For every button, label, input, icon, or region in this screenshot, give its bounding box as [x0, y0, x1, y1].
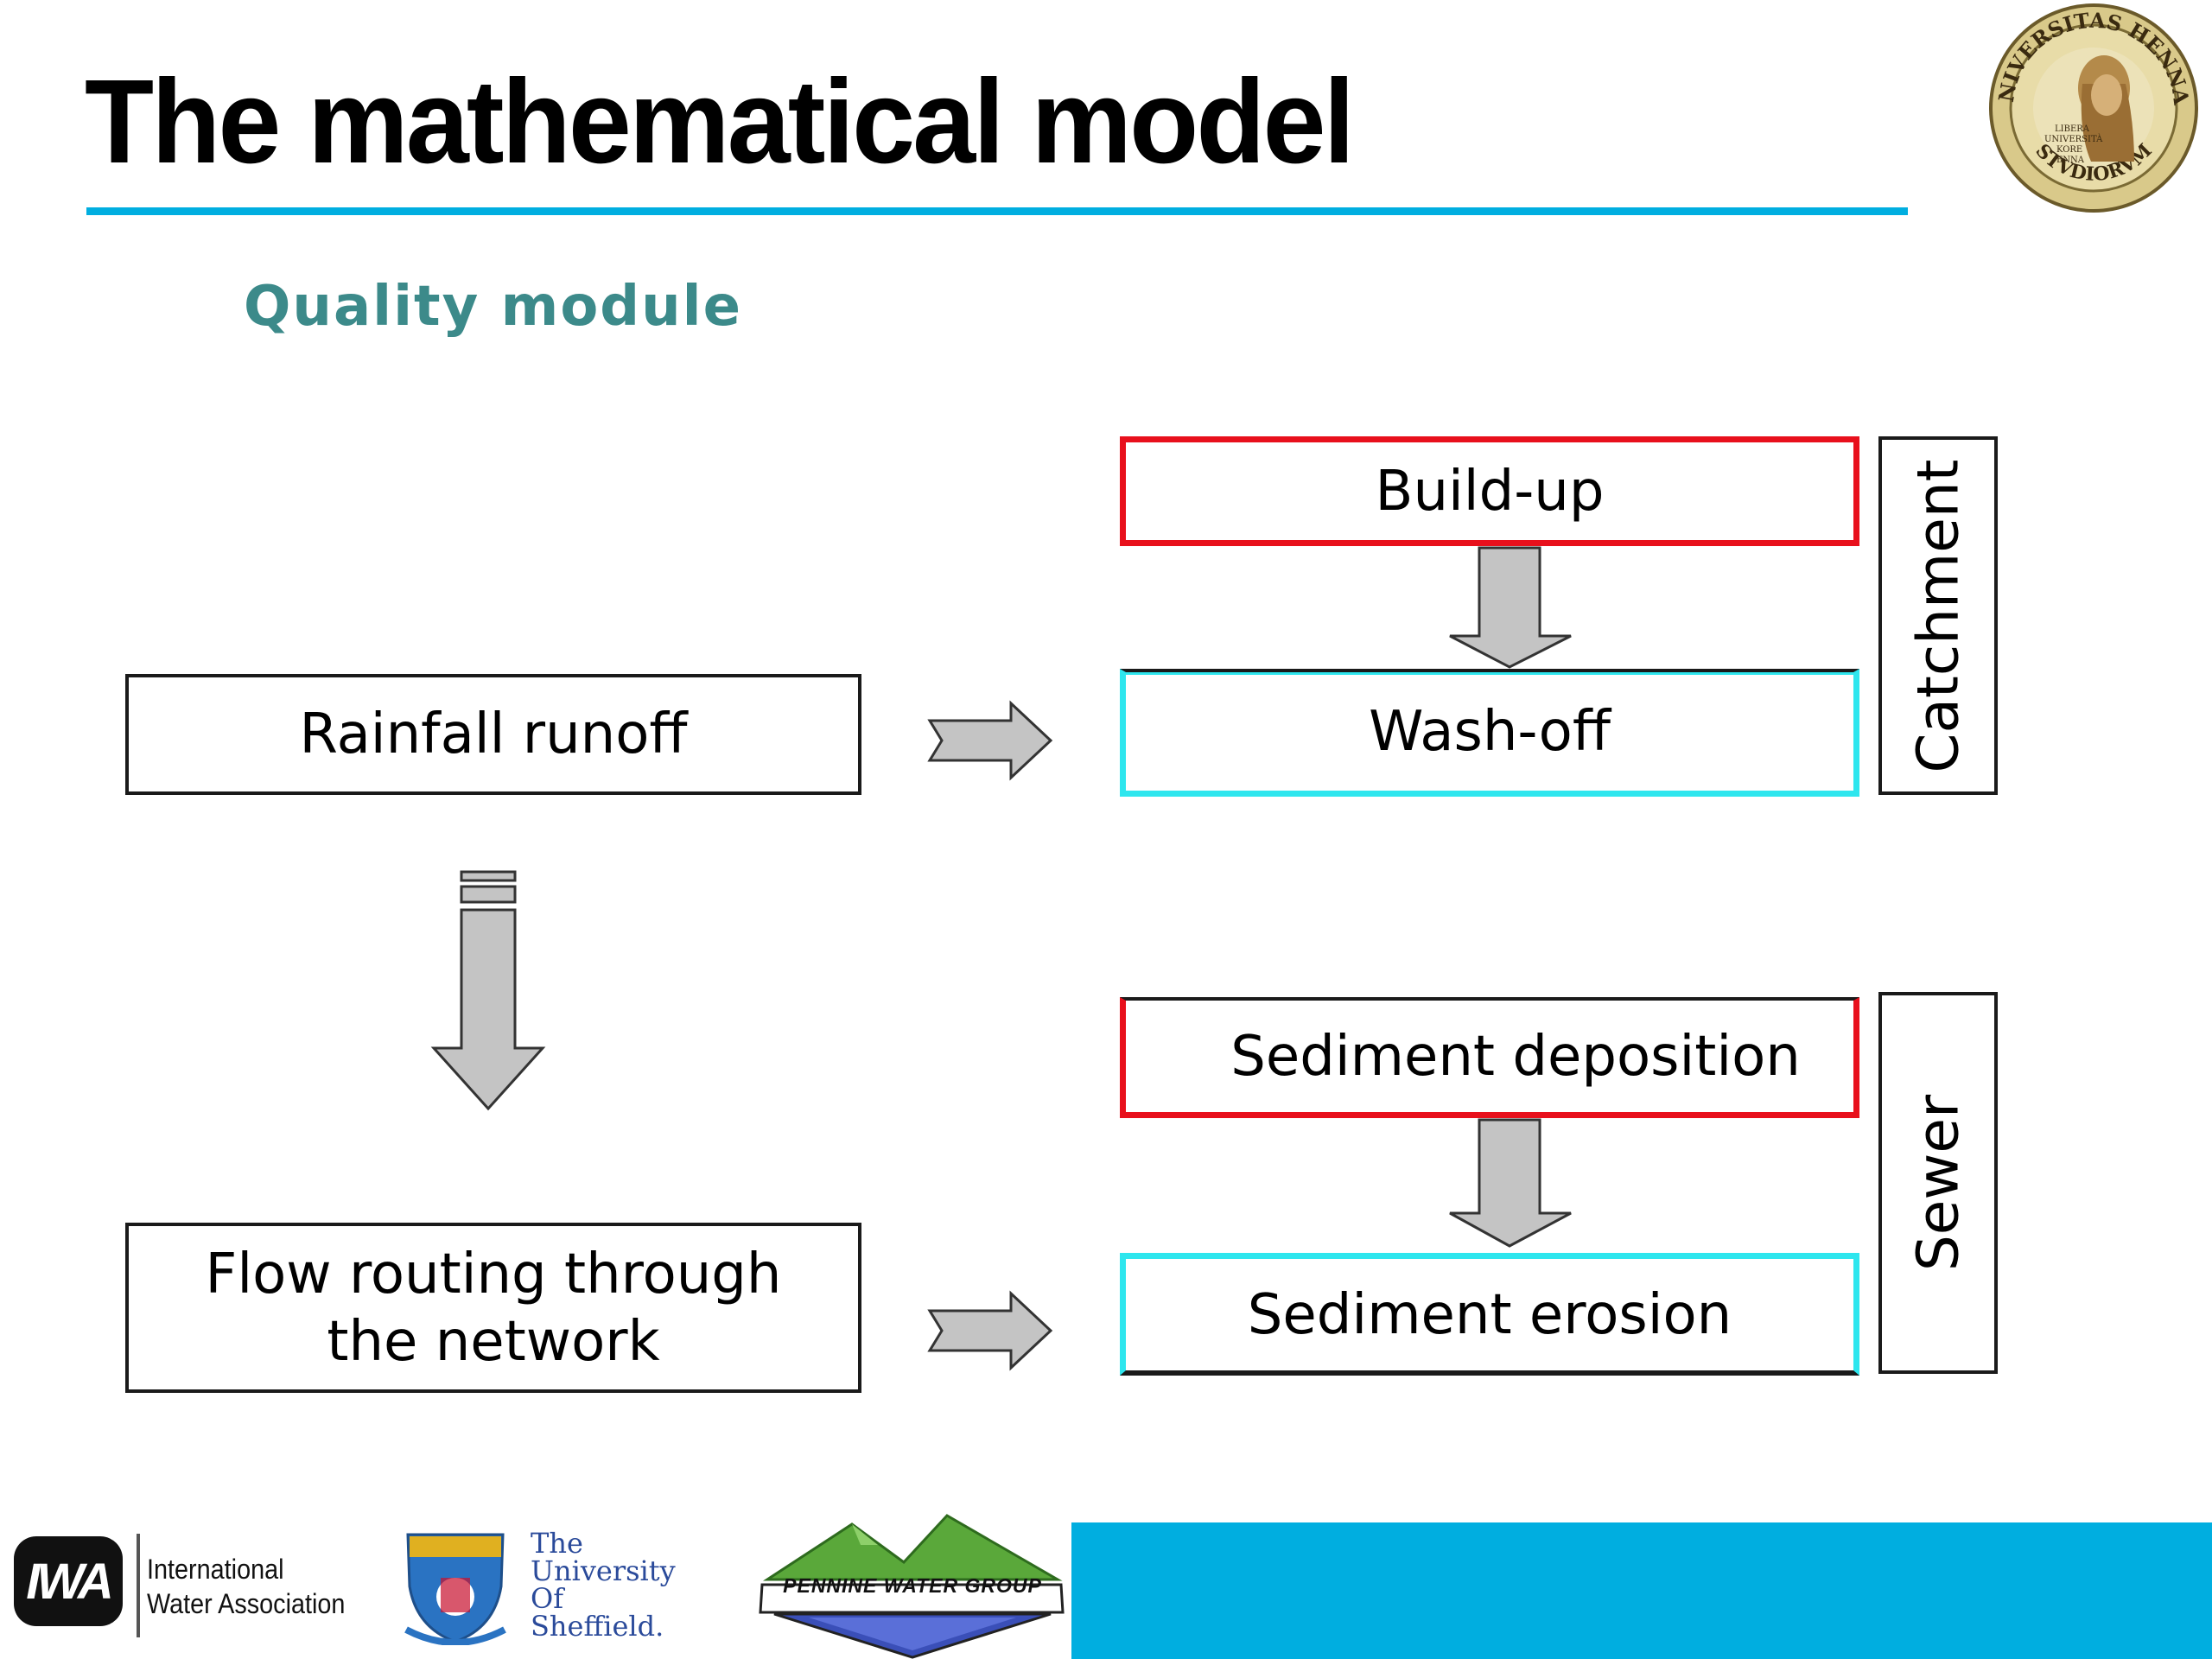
- sheffield-line-1: The: [531, 1527, 583, 1560]
- logo-divider: [137, 1534, 140, 1637]
- iwa-line-2: Water Association: [147, 1588, 346, 1619]
- sediment-deposition-box: Sediment deposition: [1120, 997, 1859, 1118]
- university-seal-logo: UNIVERSITAS HENNAE STVDIORVM LIBERA UNIV…: [1987, 2, 2198, 213]
- svg-text:KORE: KORE: [2056, 145, 2082, 155]
- slide-title: The mathematical model: [85, 55, 1355, 188]
- footer-accent-bar: [1071, 1522, 2212, 1659]
- sediment-erosion-box: Sediment erosion: [1120, 1253, 1859, 1376]
- catchment-label: Catchment: [1904, 458, 1972, 773]
- catchment-label-box: Catchment: [1878, 436, 1998, 795]
- iwa-text: International Water Association: [147, 1552, 345, 1621]
- build-up-box: Build-up: [1120, 436, 1859, 546]
- sediment-deposition-label: Sediment deposition: [1230, 1024, 1801, 1089]
- title-underline: [86, 207, 1908, 215]
- svg-text:UNIVERSITÀ: UNIVERSITÀ: [2044, 134, 2103, 144]
- iwa-line-1: International: [147, 1554, 284, 1585]
- down-arrow-icon: [1449, 1118, 1572, 1248]
- sewer-label-box: Sewer: [1878, 992, 1998, 1374]
- sewer-label: Sewer: [1904, 1094, 1972, 1272]
- sheffield-line-4: Sheffield.: [531, 1610, 664, 1643]
- sheffield-text: The University Of Sheffield.: [531, 1529, 676, 1640]
- sheffield-line-2: University: [531, 1554, 676, 1587]
- build-up-label: Build-up: [1375, 459, 1605, 524]
- rainfall-runoff-box: Rainfall runoff: [125, 674, 861, 795]
- right-arrow-icon: [927, 1290, 1053, 1371]
- sheffield-line-3: Of: [531, 1582, 564, 1615]
- sediment-erosion-label: Sediment erosion: [1247, 1282, 1732, 1347]
- right-arrow-icon: [927, 700, 1053, 781]
- svg-text:LIBERA: LIBERA: [2055, 124, 2090, 134]
- flow-routing-box: Flow routing through the network: [125, 1223, 861, 1393]
- wash-off-label: Wash-off: [1369, 699, 1611, 764]
- wash-off-box: Wash-off: [1120, 669, 1859, 797]
- pennine-text: PENNINE WATER GROUP: [783, 1574, 1042, 1597]
- svg-text:ENNA: ENNA: [2056, 156, 2085, 165]
- pennine-water-group-logo: [759, 1514, 1065, 1659]
- section-subtitle: Quality module: [244, 275, 742, 339]
- iwa-logo: IWA: [14, 1536, 123, 1626]
- flow-routing-label: Flow routing through the network: [205, 1242, 782, 1374]
- sheffield-crest-logo: [404, 1533, 506, 1645]
- iwa-logo-mark: IWA: [26, 1553, 114, 1610]
- down-arrow-icon: [430, 870, 546, 1111]
- rainfall-runoff-label: Rainfall runoff: [299, 702, 688, 766]
- down-arrow-icon: [1449, 546, 1572, 669]
